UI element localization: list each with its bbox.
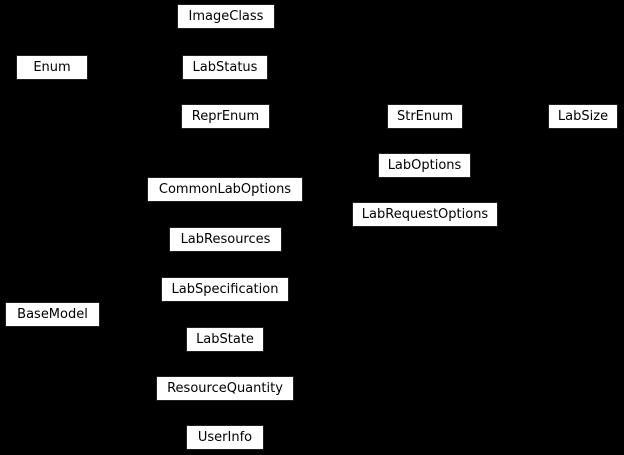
class-node-labspecification[interactable]: LabSpecification bbox=[161, 277, 289, 302]
class-node-labsize[interactable]: LabSize bbox=[548, 104, 618, 129]
class-node-labstate[interactable]: LabState bbox=[186, 327, 264, 352]
class-node-labrequestoptions[interactable]: LabRequestOptions bbox=[352, 202, 498, 227]
class-node-basemodel[interactable]: BaseModel bbox=[5, 302, 100, 327]
class-node-labresources[interactable]: LabResources bbox=[169, 227, 282, 252]
class-node-laboptions[interactable]: LabOptions bbox=[378, 153, 471, 178]
class-node-reprenum[interactable]: ReprEnum bbox=[181, 104, 270, 129]
class-node-commonlaboptions[interactable]: CommonLabOptions bbox=[147, 177, 303, 202]
class-node-enum[interactable]: Enum bbox=[16, 55, 88, 80]
class-node-userinfo[interactable]: UserInfo bbox=[186, 425, 264, 450]
class-node-resourcequantity[interactable]: ResourceQuantity bbox=[156, 376, 294, 401]
class-node-imageclass[interactable]: ImageClass bbox=[177, 4, 275, 29]
class-node-labstatus[interactable]: LabStatus bbox=[182, 55, 268, 80]
class-node-strenum[interactable]: StrEnum bbox=[387, 104, 463, 129]
